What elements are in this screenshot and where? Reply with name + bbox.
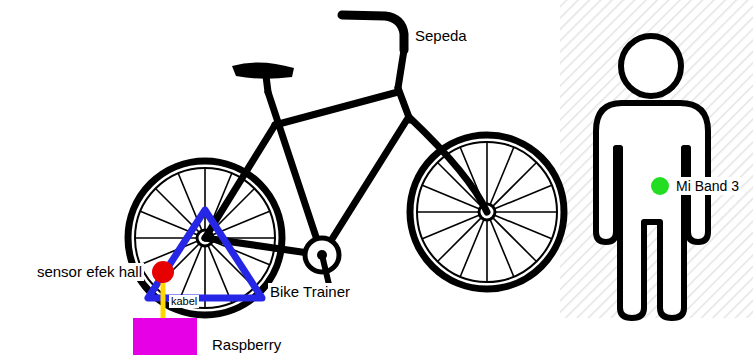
- person-head: [621, 36, 681, 96]
- mi-band-dot: [651, 177, 669, 195]
- band-label: Mi Band 3: [674, 177, 741, 195]
- cable-label: kabel: [169, 295, 199, 308]
- raspberry-box: Raspberry: [133, 318, 283, 355]
- node-label: Raspberry: [210, 336, 283, 354]
- hatched-panel: [560, 0, 753, 318]
- sensor-dot: [152, 261, 174, 283]
- cable-line: [161, 283, 166, 318]
- bike-label: Sepeda: [413, 27, 469, 45]
- person-body: [596, 103, 708, 318]
- saddle: [232, 62, 294, 78]
- node-label: sensor efek hall: [35, 263, 144, 281]
- hall-sensor: sensor efek hall: [35, 261, 174, 283]
- trainer-label: Bike Trainer: [268, 283, 352, 301]
- handlebar: [342, 15, 404, 50]
- raspberry-board: [133, 318, 197, 355]
- bike-frame: [205, 50, 487, 255]
